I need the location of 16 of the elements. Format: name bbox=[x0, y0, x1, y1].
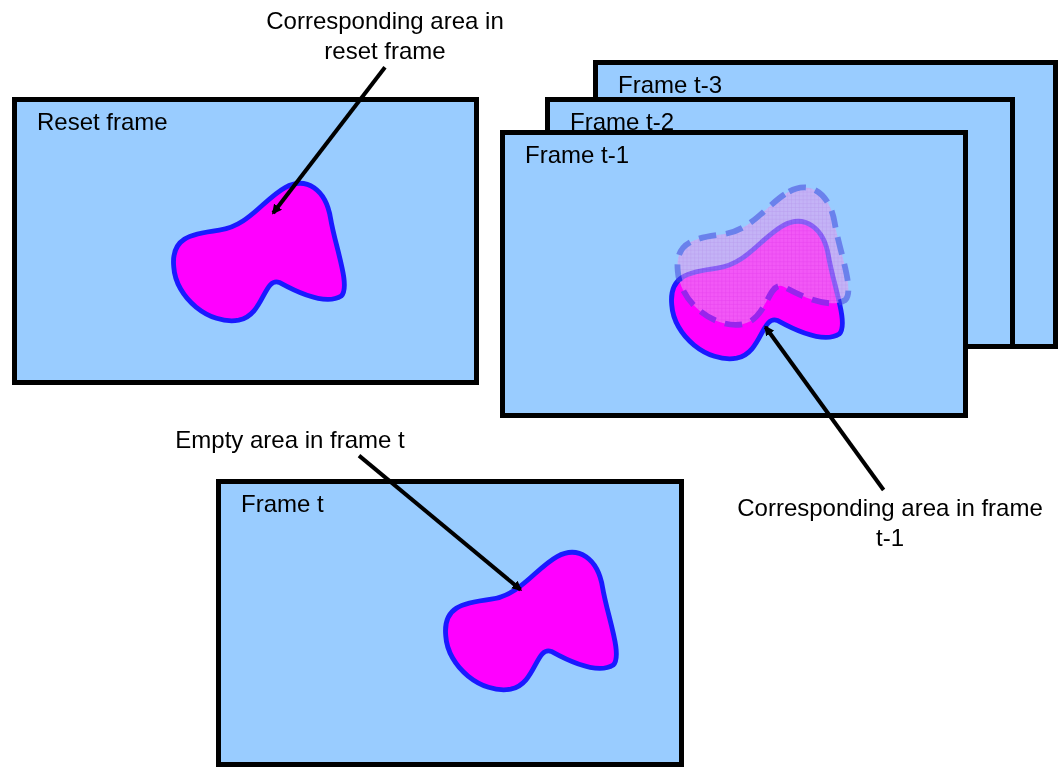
callout-text: Corresponding area in frame t-1 bbox=[730, 493, 1050, 553]
frame-panel bbox=[216, 479, 684, 767]
frame-title: Frame t-3 bbox=[618, 71, 722, 99]
leader-arrow bbox=[763, 325, 886, 492]
frame-panel bbox=[593, 60, 1058, 97]
frame-panel bbox=[545, 97, 1015, 130]
callout-text: Empty area in frame t bbox=[140, 425, 440, 455]
frame-title: Frame t-1 bbox=[525, 141, 629, 169]
frame-title: Frame t bbox=[241, 490, 324, 518]
leader-arrow bbox=[357, 454, 523, 592]
frame-title: Reset frame bbox=[37, 108, 168, 136]
leader-arrow bbox=[271, 66, 387, 215]
frame-panel bbox=[500, 130, 968, 418]
frame-title: Frame t-2 bbox=[570, 108, 674, 136]
reset-frame-panel bbox=[12, 97, 479, 385]
callout-text: Corresponding area in reset frame bbox=[265, 6, 505, 66]
